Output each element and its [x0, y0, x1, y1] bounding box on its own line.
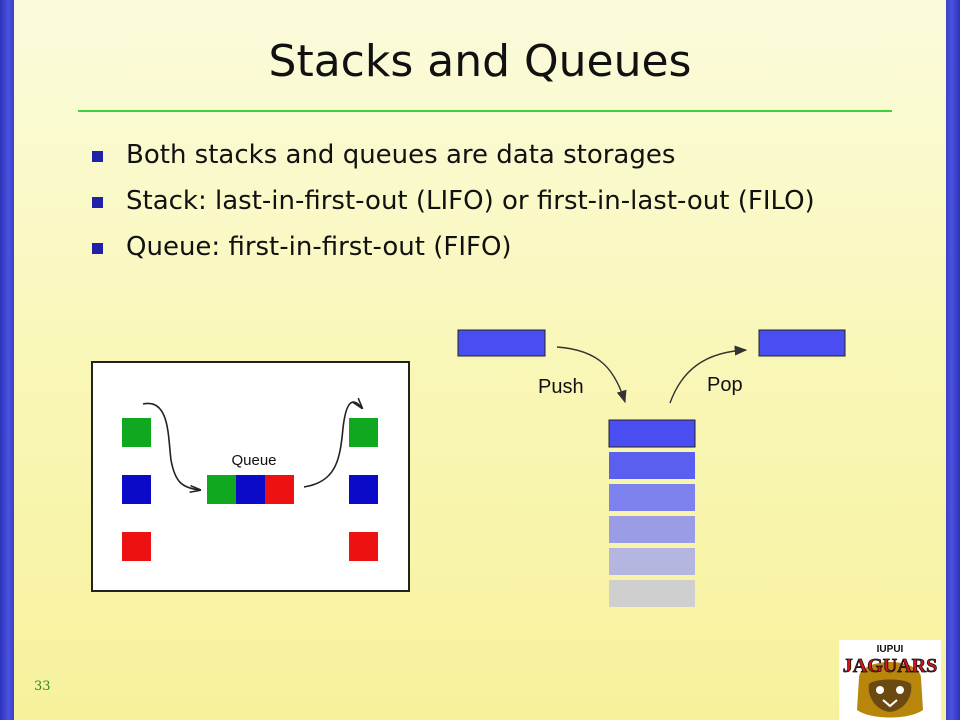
page-number: 33: [34, 679, 51, 694]
queue-cell-blue: [236, 475, 265, 504]
right-side-bar: [946, 0, 960, 720]
queue-cell-red: [265, 475, 294, 504]
stack-item-4: [609, 516, 695, 543]
queue-input-green: [122, 418, 151, 447]
queue-cell-green: [207, 475, 236, 504]
queue-output-blue: [349, 475, 378, 504]
square-bullet-icon: [92, 151, 103, 162]
stack-item-3: [609, 484, 695, 511]
title-divider: [78, 110, 892, 112]
stack-item-6: [609, 580, 695, 607]
queue-dequeue-arrow: [303, 402, 362, 488]
slide-title: Stacks and Queues: [268, 36, 692, 87]
queue-input-blue: [122, 475, 151, 504]
bullet-item: Stack: last-in-first-out (LIFO) or first…: [92, 182, 815, 228]
stack-item-1: [608, 419, 696, 448]
queue-output-red: [349, 532, 378, 561]
push-label: Push: [538, 376, 584, 398]
bullet-text: Both stacks and queues are data storages: [126, 140, 676, 170]
pop-item: [758, 329, 846, 357]
square-bullet-icon: [92, 243, 103, 254]
square-bullet-icon: [92, 197, 103, 208]
bullet-text: Queue: first-in-first-out (FIFO): [126, 232, 512, 262]
queue-label: Queue: [231, 452, 276, 469]
pop-arrow: [669, 345, 748, 404]
queue-enqueue-arrow: [142, 402, 200, 490]
logo-main-text: JAGUARS: [843, 655, 937, 677]
jaguars-logo: IUPUI JAGUARS: [839, 640, 941, 720]
bullet-item: Both stacks and queues are data storages: [92, 136, 815, 182]
stack-item-2: [609, 452, 695, 479]
pop-label: Pop: [707, 374, 743, 396]
left-side-bar: [0, 0, 14, 720]
stack-item-5: [609, 548, 695, 575]
bullet-list: Both stacks and queues are data storages…: [92, 136, 815, 274]
push-item: [457, 329, 546, 357]
logo-top-text: IUPUI: [877, 644, 904, 655]
queue-input-red: [122, 532, 151, 561]
bullet-item: Queue: first-in-first-out (FIFO): [92, 228, 815, 274]
bullet-text: Stack: last-in-first-out (LIFO) or first…: [126, 186, 815, 216]
push-arrow: [556, 346, 627, 404]
queue-output-green: [349, 418, 378, 447]
